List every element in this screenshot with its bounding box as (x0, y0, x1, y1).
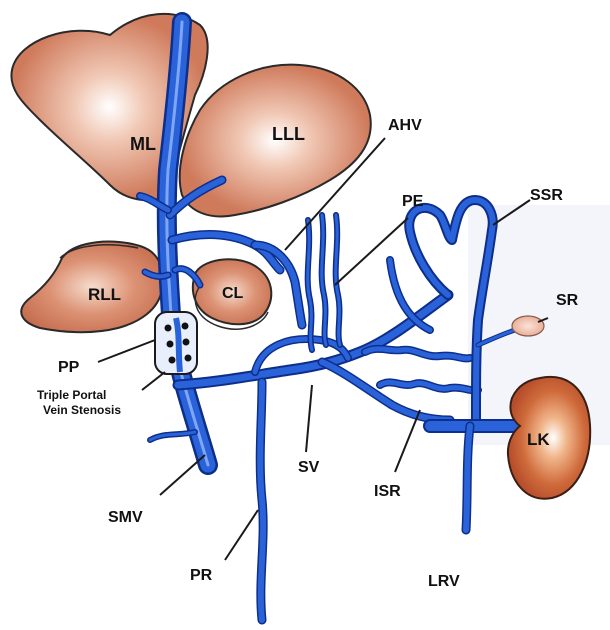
leader-pp (98, 340, 155, 362)
label-lll: LLL (272, 124, 305, 144)
label-ssr: SSR (530, 187, 563, 204)
label-rll: RLL (88, 285, 121, 304)
leader-pe (335, 218, 408, 285)
label-sr: SR (556, 292, 579, 309)
label-triple-2: Vein Stenosis (43, 403, 121, 417)
label-pe: PE (402, 193, 424, 210)
label-lrv: LRV (428, 573, 460, 590)
leader-pr (225, 510, 258, 560)
label-isr: ISR (374, 483, 401, 500)
leader-triple (142, 372, 165, 390)
leader-isr (395, 410, 420, 472)
label-sv: SV (298, 459, 320, 476)
leader-smv (160, 455, 205, 495)
label-smv: SMV (108, 509, 143, 526)
label-cl: CL (222, 285, 244, 302)
label-pr: PR (190, 567, 213, 584)
leader-sv (306, 385, 312, 452)
label-ml: ML (130, 134, 156, 154)
label-ahv: AHV (388, 117, 422, 134)
label-pp: PP (58, 359, 80, 376)
label-lk: LK (527, 430, 550, 449)
stenosis-marker (155, 312, 197, 374)
suprarenal-gland (512, 316, 544, 336)
label-triple-1: Triple Portal (37, 388, 106, 402)
